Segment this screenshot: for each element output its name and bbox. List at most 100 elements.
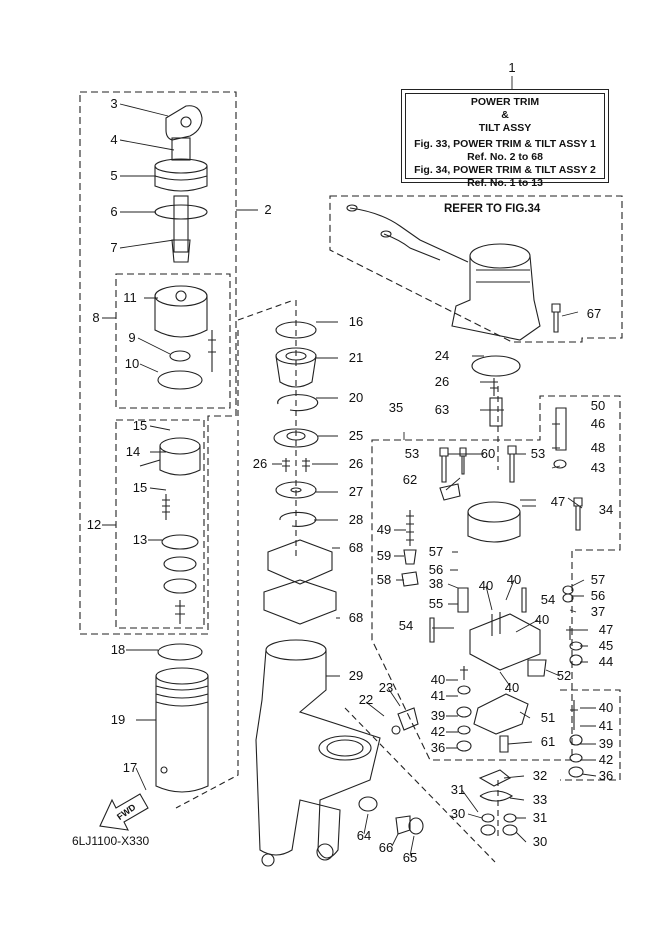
callout-26a: 26 — [252, 456, 268, 471]
callout-15a: 15 — [132, 418, 148, 433]
callout-47a: 47 — [550, 494, 566, 509]
part-25-ring — [273, 428, 319, 448]
part-68-packing-a — [267, 539, 333, 585]
callout-44: 44 — [598, 654, 614, 669]
callout-40c: 40 — [534, 612, 550, 627]
part-53-bolt-b — [507, 445, 517, 483]
callout-39a: 39 — [430, 708, 446, 723]
legend-ref1-range: Ref. No. 2 to 68 — [467, 151, 543, 163]
callout-47b: 47 — [598, 622, 614, 637]
callout-37: 37 — [590, 604, 606, 619]
leader-lines — [102, 76, 597, 857]
callout-21: 21 — [348, 350, 364, 365]
part-34-bolt — [573, 497, 583, 531]
part-49-spring — [406, 510, 414, 546]
callout-42b: 42 — [598, 752, 614, 767]
callout-41b: 41 — [598, 718, 614, 733]
diagram-code: 6LJ1100-X330 — [72, 834, 150, 848]
centerline-b — [175, 330, 239, 809]
callout-24: 24 — [434, 348, 450, 363]
part-58-seat — [401, 571, 419, 587]
group-frame-35 — [371, 395, 621, 761]
callout-42a: 42 — [430, 724, 446, 739]
callout-6: 6 — [110, 204, 118, 219]
callout-61: 61 — [540, 734, 556, 749]
part-5-head — [154, 166, 208, 192]
callout-2: 2 — [264, 202, 272, 217]
callout-40a: 40 — [478, 578, 494, 593]
part-19-cylinder — [155, 676, 209, 793]
callout-63: 63 — [434, 402, 450, 417]
part-11-piston — [154, 296, 208, 338]
callout-32: 32 — [532, 768, 548, 783]
callout-20: 20 — [348, 390, 364, 405]
part-59-valve — [403, 549, 417, 565]
callout-65: 65 — [402, 850, 418, 865]
part-13-oring — [161, 534, 199, 550]
legend-box: POWER TRIM & TILT ASSY Fig. 33, POWER TR… — [401, 89, 609, 189]
part-67-bolt — [551, 303, 561, 333]
callout-53a: 53 — [404, 446, 420, 461]
part-23-fitting — [397, 707, 419, 731]
part-27-disc — [275, 481, 317, 499]
callout-54a: 54 — [540, 592, 556, 607]
callout-67: 67 — [586, 306, 602, 321]
part-4-rod — [171, 137, 191, 161]
motor-wire-b — [383, 233, 441, 261]
refer-frame — [329, 195, 623, 343]
legend-ref1-fig: Fig. 33, POWER TRIM & TILT ASSY 1 — [414, 138, 596, 150]
callout-39b: 39 — [598, 736, 614, 751]
part-55-valve — [457, 587, 469, 613]
callout-7: 7 — [110, 240, 118, 255]
part-54-pin-b — [521, 587, 527, 613]
callout-8: 8 — [92, 310, 100, 325]
callout-68a: 68 — [348, 540, 364, 555]
legend-title-2: & — [501, 109, 509, 121]
callout-33: 33 — [532, 792, 548, 807]
callout-12: 12 — [86, 517, 102, 532]
legend-ref2-fig: Fig. 34, POWER TRIM & TILT ASSY 2 — [414, 164, 596, 176]
callout-41a: 41 — [430, 688, 446, 703]
group-frame-12 — [115, 419, 205, 629]
callout-40f: 40 — [598, 700, 614, 715]
group-frame-8 — [115, 273, 231, 409]
callout-43: 43 — [590, 460, 606, 475]
callout-16: 16 — [348, 314, 364, 329]
callout-17: 17 — [122, 760, 138, 775]
part-10-oring — [157, 370, 203, 390]
callout-60: 60 — [480, 446, 496, 461]
part-61-screw — [499, 735, 509, 753]
callout-45: 45 — [598, 638, 614, 653]
callout-52: 52 — [556, 668, 572, 683]
callout-62: 62 — [402, 472, 418, 487]
part-52-seal — [527, 659, 547, 677]
callout-11: 11 — [123, 290, 137, 305]
callout-30a: 30 — [450, 806, 466, 821]
callout-3: 3 — [110, 96, 118, 111]
part-9-ring — [169, 350, 191, 362]
legend-inner: POWER TRIM & TILT ASSY Fig. 33, POWER TR… — [405, 93, 605, 189]
part-33-spring — [479, 790, 514, 802]
refer-note: REFER TO FIG.34 — [444, 203, 541, 215]
callout-14: 14 — [125, 444, 141, 459]
callout-28: 28 — [348, 512, 364, 527]
callout-15b: 15 — [132, 480, 148, 495]
legend-title-1: POWER TRIM — [470, 96, 540, 108]
pump-body-upper — [467, 512, 521, 543]
part-64-plug — [358, 796, 378, 812]
part-6-oring — [154, 204, 208, 220]
callout-59: 59 — [376, 548, 392, 563]
callout-22: 22 — [358, 692, 374, 707]
callout-56a: 56 — [428, 562, 444, 577]
group-frame-right — [560, 689, 621, 781]
callout-57b: 57 — [590, 572, 606, 587]
callout-23: 23 — [378, 680, 394, 695]
callout-18: 18 — [110, 642, 126, 657]
callout-58: 58 — [376, 572, 392, 587]
callout-36a: 36 — [430, 740, 446, 755]
part-63-shaft — [489, 397, 503, 427]
callout-38: 38 — [428, 576, 444, 591]
callout-48: 48 — [590, 440, 606, 455]
part-65-washer — [408, 817, 424, 835]
